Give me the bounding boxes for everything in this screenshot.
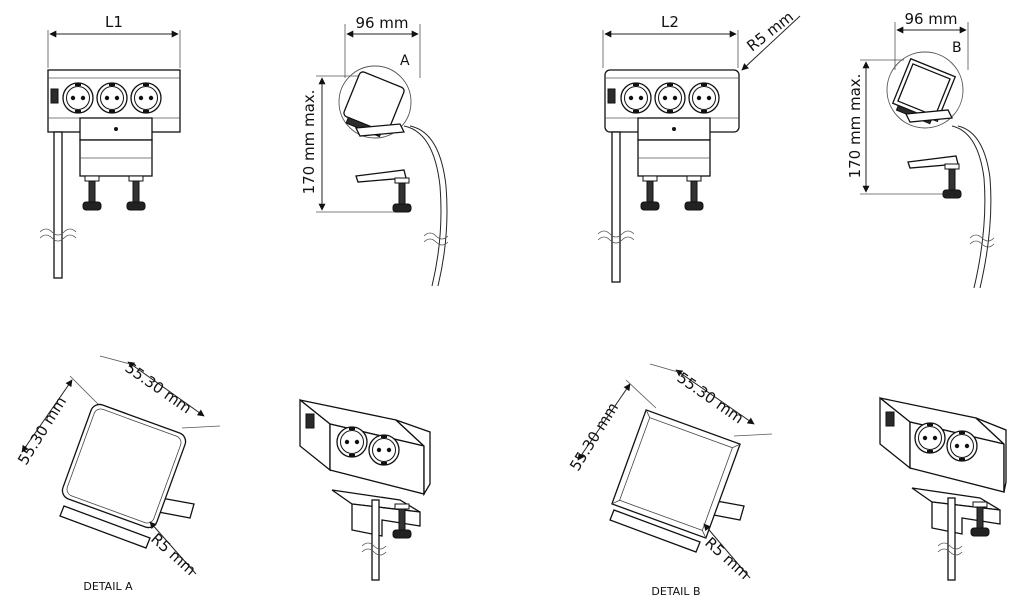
detail-b-radius-label: R5 mm <box>701 534 753 583</box>
detail-b-plate <box>609 509 701 553</box>
side-b-height-label: 170 mm max. <box>846 74 864 179</box>
detail-b-width-dimension-line <box>675 369 755 425</box>
detail-b-body <box>611 409 741 539</box>
socket-icon <box>336 426 368 458</box>
front-view-b: L2 R5 mm <box>597 8 801 283</box>
clamp-screw-icon <box>640 175 660 211</box>
isometric-view-a <box>299 398 431 581</box>
switch-icon <box>885 411 895 427</box>
side-b-cable <box>951 125 986 289</box>
iso-b-end-cap <box>975 417 1007 493</box>
detail-b-marker: B <box>952 40 962 56</box>
detail-b-height-dimension-line <box>577 383 631 461</box>
side-view-b: 96 mm 170 mm max. B <box>846 10 995 289</box>
detail-b-view: 55.30 mm 55.30 mm R5 mm DETAIL B <box>566 363 773 597</box>
detail-a-width-label: 55.30 mm <box>122 359 195 418</box>
iso-a-cable <box>371 499 380 581</box>
front-b-radius-label: R5 mm <box>743 8 797 55</box>
switch-icon <box>607 88 616 104</box>
detail-b-width-label: 55.30 mm <box>674 369 747 428</box>
socket-icon <box>130 82 162 114</box>
detail-a-body <box>61 403 187 529</box>
clamp-screw-icon <box>392 177 412 213</box>
detail-a-radius-label: R5 mm <box>147 530 199 579</box>
side-a-width-label: 96 mm <box>355 14 408 32</box>
detail-b-circle <box>886 51 964 129</box>
detail-a-marker: A <box>400 53 410 69</box>
side-a-height-label: 170 mm max. <box>300 90 318 195</box>
socket-icon <box>368 434 400 466</box>
side-view-a: 96 mm 170 mm max. A <box>300 14 449 287</box>
switch-icon <box>50 88 59 104</box>
side-b-plate <box>904 109 954 123</box>
detail-b-caption: DETAIL B <box>651 585 700 597</box>
l1-label: L1 <box>105 13 123 31</box>
detail-a-caption: DETAIL A <box>83 580 133 593</box>
socket-icon <box>96 82 128 114</box>
detail-a-radius-leader <box>149 521 197 575</box>
clamp-screw-icon <box>684 175 704 211</box>
socket-icon <box>654 82 686 114</box>
socket-icon <box>620 82 652 114</box>
socket-icon <box>688 82 720 114</box>
detail-a-height-dimension-line <box>21 379 73 453</box>
detail-a-width-dimension-line <box>127 361 205 417</box>
detail-a-height-label: 55.30 mm <box>14 393 70 468</box>
socket-icon <box>914 422 946 454</box>
detail-b-radius-leader <box>703 523 751 579</box>
front-view-a: L1 <box>39 13 181 279</box>
clamp-screw-icon <box>942 163 962 199</box>
side-a-cable <box>403 125 442 287</box>
isometric-view-b <box>879 396 1007 581</box>
power-strip-side-b <box>891 57 957 125</box>
clamp-screw-icon <box>82 175 102 211</box>
socket-icon <box>946 430 978 462</box>
side-a-plate <box>354 123 406 137</box>
detail-b-height-label: 55.30 mm <box>566 399 622 474</box>
l2-label: L2 <box>661 13 679 31</box>
iso-a-end-cap <box>395 419 431 497</box>
socket-icon <box>62 82 94 114</box>
detail-a-view: 55.30 mm 55.30 mm R5 mm DETAIL A <box>14 355 221 593</box>
side-b-width-label: 96 mm <box>904 10 957 28</box>
clamp-screw-icon <box>126 175 146 211</box>
switch-icon <box>305 413 315 429</box>
r5-leader-b <box>741 15 801 71</box>
iso-b-cable <box>947 497 956 581</box>
cable-b <box>611 131 621 283</box>
cable-a <box>53 131 63 279</box>
detail-a-plate <box>59 505 151 549</box>
detail-a-circle <box>338 65 412 139</box>
